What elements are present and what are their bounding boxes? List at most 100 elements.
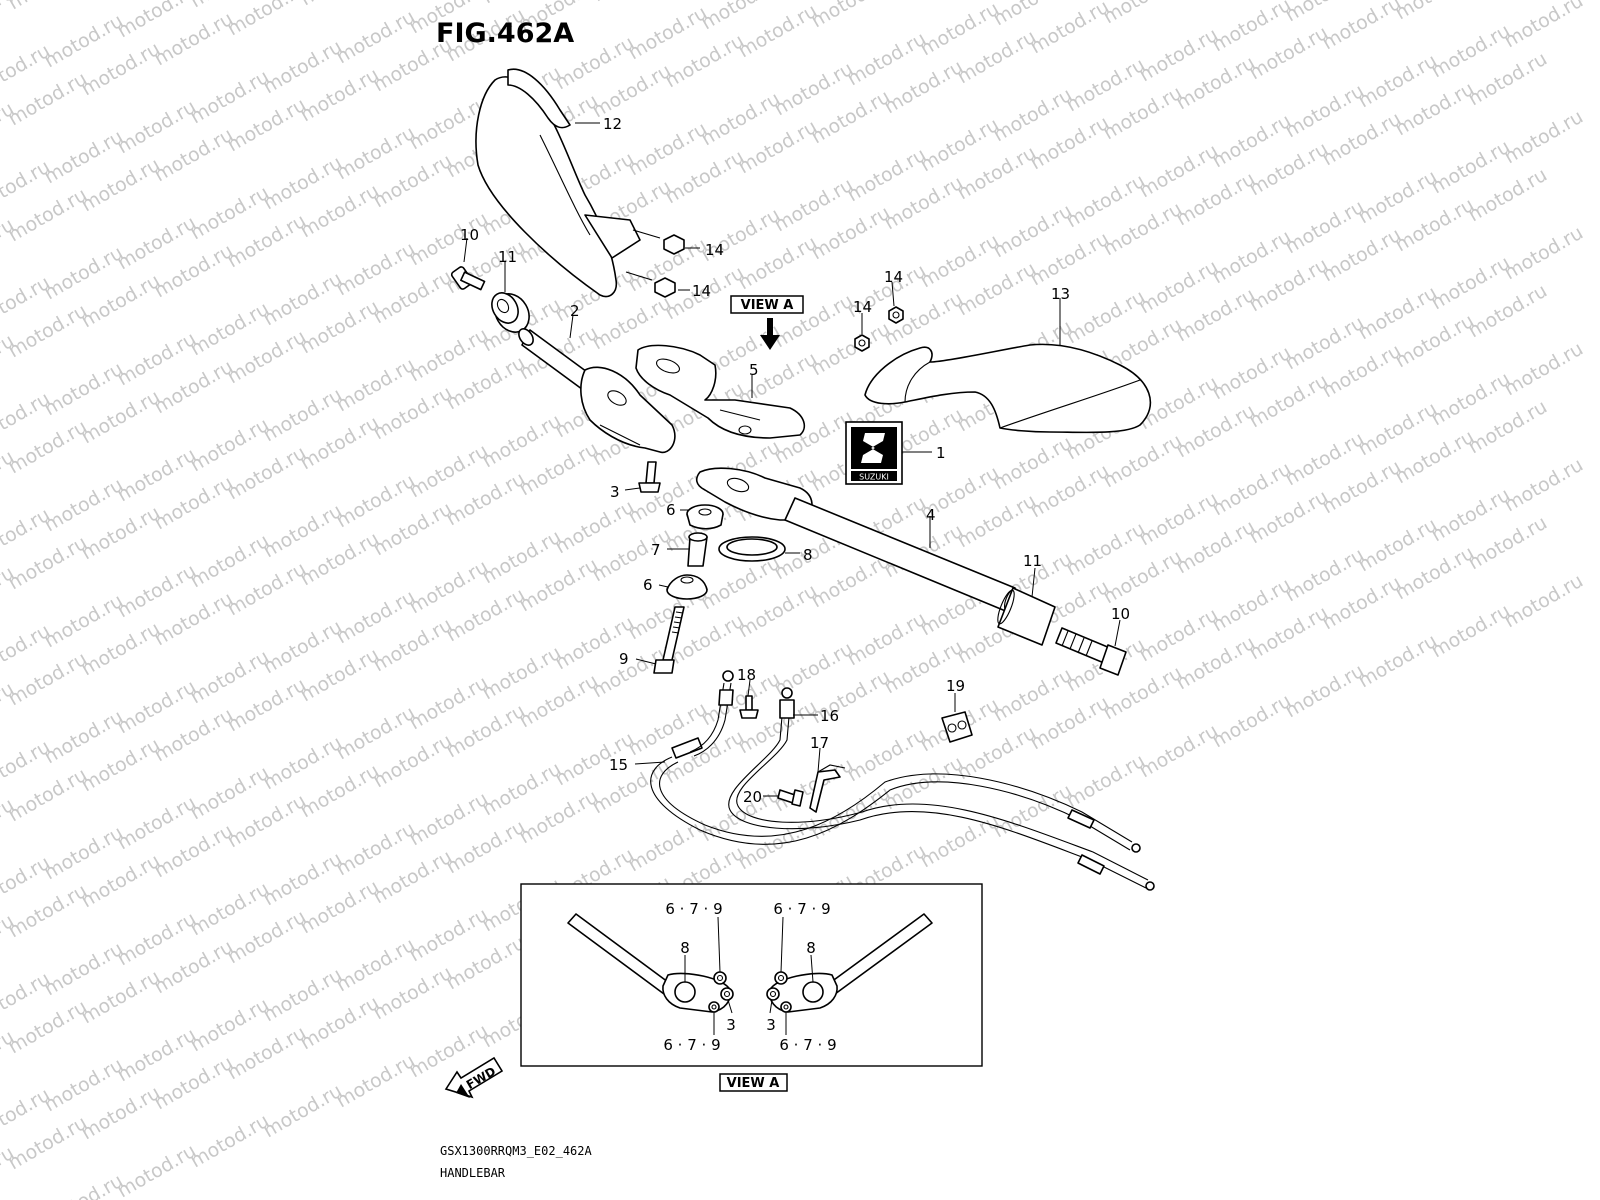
view-a-indicator: VIEW A (730, 295, 804, 350)
part-10-bar-end-bolt-left[interactable] (450, 266, 486, 291)
watermark-text: motod.ru (1392, 0, 1478, 24)
callout-13: 13 (1051, 285, 1070, 303)
figure-title: FIG.462A (436, 18, 574, 49)
watermark-text: motod.ru (589, 0, 675, 6)
callout-12: 12 (603, 115, 622, 133)
part-8-seal-ring[interactable] (718, 536, 786, 562)
callout-6: 6 (643, 576, 653, 594)
part-5-handlebar-holder[interactable] (635, 344, 806, 439)
callout-14: 14 (884, 268, 903, 286)
watermark-text: motod.ru (990, 780, 1076, 843)
part-11-bar-end-weight-left[interactable] (487, 288, 536, 339)
callout-labels: 12 14 14 10 11 2 5 14 14 13 1 3 6 4 7 8 … (460, 115, 1130, 806)
detail-callout-6-7-9: 6 · 7 · 9 (773, 900, 830, 918)
callout-3: 3 (610, 483, 620, 501)
callout-14: 14 (705, 241, 724, 259)
part-10-bar-end-bolt-right[interactable] (1055, 627, 1127, 676)
callout-16: 16 (820, 707, 839, 725)
callout-15: 15 (609, 756, 628, 774)
detail-callout-8: 8 (680, 939, 690, 957)
callout-14: 14 (853, 298, 872, 316)
watermark-text: motod.ru (1428, 600, 1514, 663)
callout-17: 17 (810, 734, 829, 752)
part-14-nut-right-upper[interactable] (888, 306, 904, 324)
part-15-throttle-cable[interactable] (650, 737, 1141, 853)
part-13-right-mirror[interactable] (864, 343, 1152, 434)
part-19-cable-clip[interactable] (941, 711, 973, 743)
part-11-bar-end-weight-right[interactable] (995, 587, 1056, 646)
callout-5: 5 (749, 361, 759, 379)
callout-19: 19 (946, 677, 965, 695)
callout-2: 2 (570, 302, 580, 320)
part-14-nut-upper[interactable] (632, 229, 685, 255)
watermark-text: motod.ru (333, 1050, 419, 1113)
callout-18: 18 (737, 666, 756, 684)
callout-7: 7 (651, 541, 661, 559)
watermark-text: motod.ru (224, 0, 310, 40)
watermark-text: motod.ru (1100, 0, 1186, 28)
callout-1: 1 (936, 444, 946, 462)
fwd-arrow-icon: FWD (444, 1056, 504, 1099)
detail-callout-8: 8 (806, 939, 816, 957)
part-7-collar[interactable] (687, 532, 708, 567)
detail-callout-6-7-9: 6 · 7 · 9 (779, 1036, 836, 1054)
detail-callout-6-7-9: 6 · 7 · 9 (665, 900, 722, 918)
part-6-damper-lower[interactable] (666, 574, 708, 600)
watermark-text: motod.ru (1209, 690, 1295, 753)
watermark-text: motod.ru (1063, 750, 1149, 813)
watermark-text: motod.ru (1501, 338, 1587, 401)
watermark-text: motod.ru (1282, 660, 1368, 723)
leader-lines (463, 122, 1121, 797)
part-16-return-cable[interactable] (728, 687, 1155, 891)
callout-20: 20 (743, 788, 762, 806)
detail-callout-3: 3 (726, 1016, 736, 1034)
part-14-nut-lower[interactable] (625, 271, 676, 298)
detail-callout-3: 3 (766, 1016, 776, 1034)
callout-11: 11 (1023, 552, 1042, 570)
part-9-bolt[interactable] (653, 606, 685, 674)
watermark-text: motod.ru (1501, 454, 1587, 517)
section-name: HANDLEBAR (440, 1166, 506, 1180)
suzuki-logo-icon (861, 433, 885, 463)
part-6-cap-upper[interactable] (686, 504, 724, 530)
part-2-left-handlebar[interactable] (516, 326, 676, 454)
watermark-text: motod.ru (1501, 0, 1587, 52)
watermark-text: motod.ru (260, 1080, 346, 1143)
emblem-text: SUZUKI (859, 473, 889, 482)
detail-right-handlebar (766, 913, 933, 1013)
callout-6: 6 (666, 501, 676, 519)
watermark-text: motod.ru (917, 810, 1003, 873)
callout-11: 11 (498, 248, 517, 266)
watermark-text: motod.ru (881, 0, 967, 2)
callout-10: 10 (460, 226, 479, 244)
detail-left-handlebar (567, 913, 734, 1013)
part-12-left-mirror[interactable] (475, 68, 641, 298)
view-arrow-icon (760, 318, 780, 350)
watermark-text: motod.ru (5, 0, 91, 14)
callout-8: 8 (803, 546, 813, 564)
part-3-bolt[interactable] (638, 461, 661, 493)
watermark-text: motod.ru (1501, 106, 1587, 169)
watermark-text: motod.ru (187, 1110, 273, 1173)
part-18-screw[interactable] (739, 695, 759, 719)
callout-9: 9 (619, 650, 629, 668)
model-code: GSX1300RRQM3_E02_462A (440, 1144, 592, 1158)
part-14-nut-right-lower[interactable] (854, 334, 870, 352)
view-a-label: VIEW A (741, 298, 794, 313)
callout-10: 10 (1111, 605, 1130, 623)
view-a-detail-box: 6 · 7 · 9 6 · 7 · 9 8 8 3 3 6 · 7 · 9 6 … (520, 883, 983, 1067)
watermark-text: motod.ru (1501, 222, 1587, 285)
watermark-text: motod.ru (1501, 570, 1587, 633)
part-15-throttle-cable-upper[interactable] (689, 670, 734, 757)
watermark-text: motod.ru (1136, 720, 1222, 783)
detail-view-label-text: VIEW A (727, 1076, 780, 1091)
detail-callout-6-7-9: 6 · 7 · 9 (663, 1036, 720, 1054)
part-20-screw[interactable] (777, 789, 804, 807)
watermark-text: motod.ru (1319, 0, 1405, 54)
callout-14: 14 (692, 282, 711, 300)
watermark-text: motod.ru (808, 0, 894, 32)
part-1-emblem[interactable]: SUZUKI (845, 421, 903, 485)
watermark-text: motod.ru (114, 1140, 200, 1200)
watermark-text: motod.ru (297, 0, 383, 10)
